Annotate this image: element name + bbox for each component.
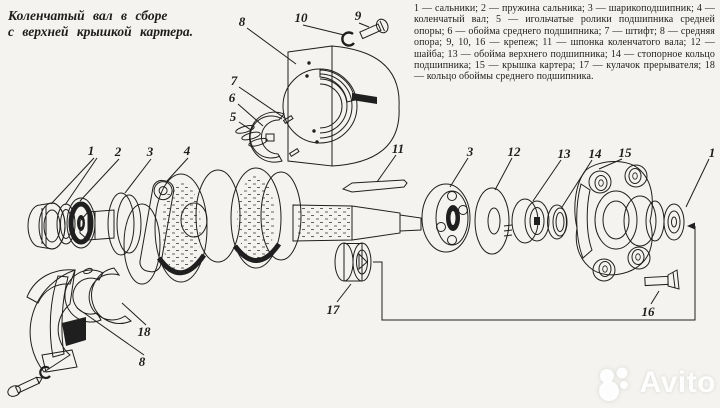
callout-15: 15	[619, 145, 633, 160]
left-seals-and-bearing	[27, 197, 96, 250]
crankcase-cover	[574, 161, 685, 282]
parts-legend: 1 — сальники; 2 — пружина сальника; 3 — …	[414, 3, 715, 83]
callout-4: 4	[183, 143, 191, 158]
breaker-cam	[334, 242, 372, 282]
washer	[474, 187, 513, 255]
bolt-top	[359, 18, 389, 40]
callout-3-left: 3	[146, 144, 154, 159]
callout-14: 14	[589, 146, 603, 161]
callout-8-bottom: 8	[139, 354, 146, 369]
callout-10: 10	[295, 10, 309, 25]
caption-line-2: с верхней крышкой картера.	[8, 23, 194, 39]
callout-11: 11	[392, 141, 404, 156]
crankshaft-left-stub	[79, 209, 115, 242]
callout-9: 9	[355, 8, 362, 23]
caption-line-1: Коленчатый вал в сборе	[8, 8, 168, 23]
callout-1-left: 1	[88, 143, 95, 158]
circlip-top	[341, 31, 355, 47]
pins	[282, 114, 300, 157]
figure-caption: Коленчатый вал в сборе с верхней крышкой…	[8, 8, 238, 39]
avito-logo-icon	[598, 367, 628, 401]
callout-labels: 8 10 9 7 6 5 1 2 3 4 11 3 12 13 14 15 1 …	[88, 8, 716, 369]
ball-bearing-right	[421, 183, 471, 253]
upper-middle-support	[282, 45, 400, 167]
callout-3-right: 3	[466, 144, 474, 159]
callout-6: 6	[229, 90, 236, 105]
callout-7: 7	[231, 73, 238, 88]
screw-16	[644, 269, 680, 290]
callout-13: 13	[558, 146, 572, 161]
callout-2: 2	[114, 144, 122, 159]
leader-lines	[50, 22, 710, 356]
avito-watermark-text: Avito	[639, 366, 716, 399]
cam-locating-line	[373, 222, 696, 321]
callout-8-top: 8	[239, 14, 246, 29]
crankshaft	[107, 167, 422, 285]
avito-watermark: Avito	[597, 364, 716, 402]
callout-1-right: 1	[709, 145, 716, 160]
middle-race-ring	[64, 267, 132, 324]
woodruff-key	[341, 179, 408, 193]
retaining-ring	[547, 204, 568, 240]
middle-bearing-race-half	[249, 111, 285, 163]
callout-12: 12	[508, 144, 522, 159]
callout-16: 16	[642, 304, 656, 319]
callout-17: 17	[327, 302, 341, 317]
callout-5: 5	[230, 109, 237, 124]
lower-middle-support	[26, 267, 93, 373]
upper-bearing-race	[511, 198, 550, 244]
circlip-bottom	[39, 365, 51, 380]
screw-bottom	[7, 365, 51, 397]
callout-18: 18	[138, 324, 152, 339]
